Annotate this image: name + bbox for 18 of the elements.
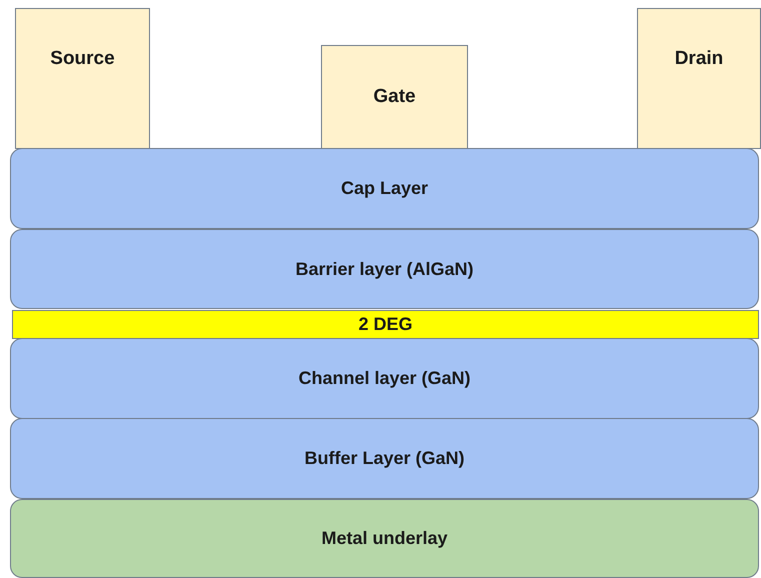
layer-label: Cap Layer (340, 178, 428, 199)
layer-label: Channel layer (GaN) (298, 368, 471, 389)
layer-label: Gate (373, 86, 416, 108)
layer-label: Source (50, 48, 115, 70)
electrode-box (637, 8, 761, 149)
layer-label: Drain (674, 48, 724, 70)
layer-label: Metal underlay (321, 528, 448, 549)
layer-label: Barrier layer (AlGaN) (295, 258, 474, 280)
electrode-box (15, 8, 150, 149)
highlight-band (12, 310, 759, 339)
layer-band (10, 148, 759, 229)
layer-label: Buffer Layer (GaN) (304, 448, 465, 469)
layer-band (10, 499, 759, 578)
electrode-box (321, 45, 468, 149)
layer-band (10, 229, 759, 309)
layer-band (10, 338, 759, 419)
layer-band (10, 418, 759, 499)
layer-label: 2 DEG (358, 314, 413, 335)
